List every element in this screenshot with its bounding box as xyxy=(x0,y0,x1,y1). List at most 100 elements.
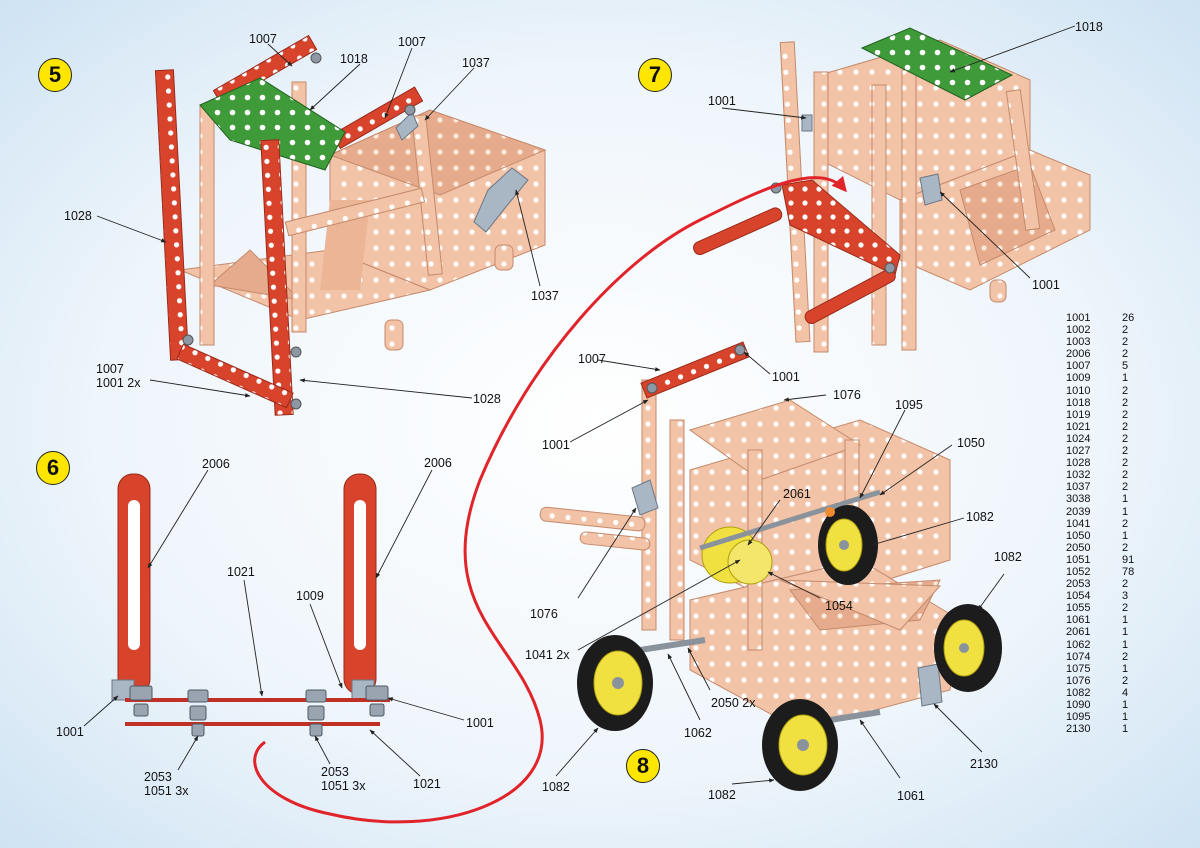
callout-label: 1001 xyxy=(56,725,84,739)
step-badge-5: 5 xyxy=(38,58,72,92)
part-number: 1054 xyxy=(1066,590,1091,603)
part-quantity: 2 xyxy=(1122,578,1129,591)
part-quantity: 2 xyxy=(1122,420,1129,433)
part-quantity: 2 xyxy=(1122,517,1129,530)
callout-label: 1076 xyxy=(530,607,558,621)
part-quantity: 91 xyxy=(1122,553,1135,566)
part-number: 1090 xyxy=(1066,699,1091,711)
part-number: 1095 xyxy=(1066,711,1091,724)
callout-label: 2006 xyxy=(202,457,230,471)
part-number: 1076 xyxy=(1066,674,1091,687)
part-number: 1007 xyxy=(1066,360,1091,373)
part-number: 2006 xyxy=(1066,348,1091,361)
callout-label: 1001 xyxy=(542,438,570,452)
part-number: 1074 xyxy=(1066,650,1091,663)
part-quantity: 1 xyxy=(1122,529,1129,542)
callout-label: 1001 xyxy=(466,716,494,730)
part-quantity: 2 xyxy=(1122,445,1129,458)
parts-list-row: 2050 2 xyxy=(1066,542,1152,554)
parts-list-row: 1075 1 xyxy=(1066,663,1152,675)
callout-label: 2006 xyxy=(424,456,452,470)
part-quantity: 4 xyxy=(1122,686,1129,699)
parts-list-row: 1002 2 xyxy=(1066,324,1152,336)
part-number: 2039 xyxy=(1066,505,1091,518)
part-quantity: 2 xyxy=(1122,469,1129,482)
part-quantity: 2 xyxy=(1122,348,1129,361)
part-number: 1021 xyxy=(1066,420,1091,433)
parts-list-row: 1076 2 xyxy=(1066,675,1152,687)
callout-label: 1021 xyxy=(227,565,255,579)
part-quantity: 2 xyxy=(1122,650,1129,663)
part-quantity: 1 xyxy=(1122,662,1129,675)
part-quantity: 1 xyxy=(1122,699,1129,711)
part-quantity: 2 xyxy=(1122,432,1129,445)
callout-label: 2130 xyxy=(970,757,998,771)
part-number: 1075 xyxy=(1066,662,1091,675)
part-number: 2050 xyxy=(1066,541,1091,554)
parts-list-row: 1090 1 xyxy=(1066,699,1152,711)
parts-list-row: 2053 2 xyxy=(1066,578,1152,590)
part-quantity: 2 xyxy=(1122,384,1129,397)
part-number: 1018 xyxy=(1066,396,1091,409)
part-quantity: 2 xyxy=(1122,324,1129,337)
callout-label: 1037 xyxy=(531,289,559,303)
step-badge-6: 6 xyxy=(36,451,70,485)
callout-label: 1082 xyxy=(708,788,736,802)
part-number: 1001 xyxy=(1066,312,1091,324)
part-number: 2061 xyxy=(1066,626,1091,639)
part-quantity: 2 xyxy=(1122,674,1129,687)
callout-label: 1041 2x xyxy=(525,648,570,662)
part-number: 3038 xyxy=(1066,493,1091,506)
callout-label: 1007 xyxy=(96,362,124,376)
part-quantity: 3 xyxy=(1122,590,1129,603)
part-number: 2053 xyxy=(1066,578,1091,591)
part-quantity: 5 xyxy=(1122,360,1129,373)
parts-list-row: 1007 5 xyxy=(1066,360,1152,372)
part-number: 1019 xyxy=(1066,408,1091,421)
part-number: 1037 xyxy=(1066,481,1091,494)
step-badge-8: 8 xyxy=(626,749,660,783)
callout-label: 1076 xyxy=(833,388,861,402)
part-number: 2130 xyxy=(1066,723,1091,736)
part-quantity: 2 xyxy=(1122,336,1129,349)
callout-label: 1007 xyxy=(578,352,606,366)
part-number: 1024 xyxy=(1066,432,1091,445)
part-quantity: 2 xyxy=(1122,541,1129,554)
part-quantity: 1 xyxy=(1122,505,1129,518)
callout-label: 1007 xyxy=(249,32,277,46)
callout-label: 1018 xyxy=(1075,20,1103,34)
callout-label: 1009 xyxy=(296,589,324,603)
callout-label: 1095 xyxy=(895,398,923,412)
part-number: 1002 xyxy=(1066,324,1091,337)
part-quantity: 1 xyxy=(1122,493,1129,506)
part-number: 1028 xyxy=(1066,457,1091,470)
part-number: 1051 xyxy=(1066,553,1091,566)
part-quantity: 1 xyxy=(1122,638,1129,651)
callout-label: 2050 2x xyxy=(711,696,756,710)
callout-label: 1061 xyxy=(897,789,925,803)
part-quantity: 1 xyxy=(1122,372,1129,385)
part-quantity: 78 xyxy=(1122,565,1135,578)
callout-label: 1001 xyxy=(708,94,736,108)
callout-label: 1082 xyxy=(994,550,1022,564)
step-badge-7: 7 xyxy=(638,58,672,92)
